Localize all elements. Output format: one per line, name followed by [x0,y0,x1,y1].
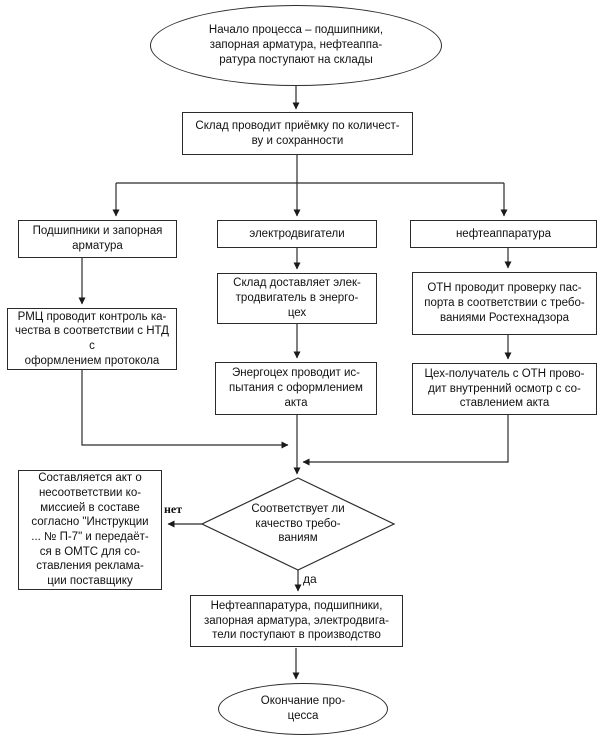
receiving-shop-inspection-box: Цех-получатель с ОТН прово- дит внутренн… [412,363,597,415]
energy-shop-tests-box: Энергоцех проводит ис- пытания с оформле… [215,362,377,415]
start-terminator: Начало процесса – подшипники, запорная а… [150,5,442,86]
no-branch-label: нет [164,502,183,516]
quality-decision-diamond: Соответствует ли качество требо- ваниям [251,502,345,545]
end-terminator: Окончание про- цесса [218,683,388,735]
warehouse-delivery-box: Склад доставляет элек- тродвигатель в эн… [217,273,377,324]
branch-oil-equipment-box: нефтеаппаратура [410,220,597,248]
nonconformity-act-box: Составляется акт о несоответствии ко- ми… [18,470,162,590]
yes-branch-label: да [303,572,317,586]
rmc-quality-control-box: РМЦ проводит контроль ка- чества в соотв… [7,308,177,370]
to-production-box: Нефтеаппаратура, подшипники, запорная ар… [190,595,403,647]
otn-passport-check-box: ОТН проводит проверку пас- порта в соотв… [412,272,597,335]
branch-electric-motors-box: электродвигатели [217,220,377,248]
branch-bearings-valves-box: Подшипники и запорная арматура [18,220,177,258]
warehouse-acceptance-box: Склад проводит приёмку по количест- ву и… [182,112,413,155]
